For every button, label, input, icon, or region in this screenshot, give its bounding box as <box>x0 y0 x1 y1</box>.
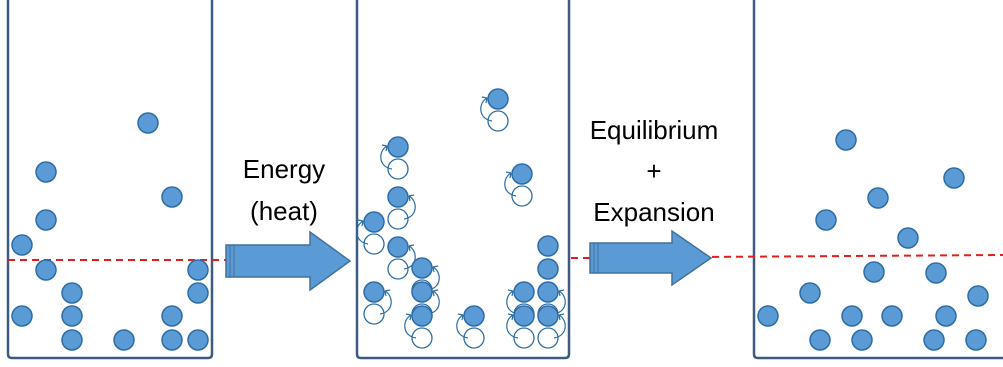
equilibrium-label-line2: + <box>646 156 661 186</box>
motion-arrow-icon <box>356 219 369 245</box>
particle <box>35 259 57 281</box>
particle <box>61 305 83 327</box>
motion-arrow-icon <box>553 313 566 339</box>
particle <box>935 305 957 327</box>
motion-arrow-icon <box>380 144 393 170</box>
particle <box>35 161 57 183</box>
particle <box>11 234 33 256</box>
particle <box>537 235 559 257</box>
particle <box>161 329 183 351</box>
motion-arrow-icon <box>403 244 416 270</box>
container-after <box>752 0 1003 360</box>
particle <box>487 88 509 110</box>
particle <box>867 187 889 209</box>
particle <box>943 167 965 189</box>
particle <box>187 329 209 351</box>
previous-position-circle <box>363 303 385 325</box>
equilibrium-label-line1: Equilibrium <box>590 115 719 145</box>
particle <box>815 209 837 231</box>
particle <box>537 281 559 303</box>
particle <box>537 305 559 327</box>
particle <box>851 329 873 351</box>
previous-position-circle <box>487 110 509 132</box>
particle <box>411 257 433 279</box>
energy-arrow <box>225 230 352 292</box>
particle <box>387 236 409 258</box>
particle <box>187 282 209 304</box>
motion-arrow-icon <box>379 289 392 315</box>
particle <box>511 163 533 185</box>
particle <box>411 281 433 303</box>
particle <box>809 329 831 351</box>
previous-position-circle <box>537 327 559 349</box>
previous-position-circle <box>387 208 409 230</box>
particle <box>965 329 987 351</box>
particles-heated <box>356 88 566 349</box>
particle <box>863 261 885 283</box>
particle <box>513 305 535 327</box>
level-line-after <box>699 254 1003 258</box>
particle <box>113 329 135 351</box>
particle <box>35 209 57 231</box>
particle <box>11 305 33 327</box>
particle <box>757 305 779 327</box>
energy-label-line1: Energy <box>243 154 325 184</box>
equilibrium-label-line3: Expansion <box>593 197 714 227</box>
particle <box>363 211 385 233</box>
motion-arrow-icon <box>404 313 417 339</box>
previous-position-circle <box>463 327 485 349</box>
motion-arrow-icon <box>480 96 493 122</box>
particle <box>363 281 385 303</box>
container-before <box>6 0 214 360</box>
particle <box>161 305 183 327</box>
particle <box>967 285 989 307</box>
particles-after <box>757 129 989 351</box>
particle <box>841 305 863 327</box>
energy-label-line2: (heat) <box>250 196 318 226</box>
particle <box>187 259 209 281</box>
particle <box>137 112 159 134</box>
previous-position-circle <box>387 258 409 280</box>
particle <box>463 305 485 327</box>
motion-arrow-icon <box>506 313 519 339</box>
previous-position-circle <box>363 233 385 255</box>
particle <box>923 329 945 351</box>
previous-position-circle <box>387 158 409 180</box>
container-heated <box>355 0 571 360</box>
particle <box>161 186 183 208</box>
particle <box>411 305 433 327</box>
equilibrium-arrow <box>589 229 713 287</box>
particle <box>387 136 409 158</box>
motion-arrow-icon <box>504 171 517 197</box>
particle <box>881 305 903 327</box>
particle <box>513 281 535 303</box>
particle <box>799 282 821 304</box>
particle <box>537 258 559 280</box>
particle <box>925 262 947 284</box>
motion-arrow-icon <box>403 194 416 220</box>
particle <box>387 186 409 208</box>
previous-position-circle <box>511 185 533 207</box>
previous-position-circle <box>411 327 433 349</box>
motion-arrow-icon <box>456 313 469 339</box>
particles-before <box>11 112 209 351</box>
particle <box>61 329 83 351</box>
previous-position-circle <box>513 327 535 349</box>
particle <box>897 227 919 249</box>
particle <box>835 129 857 151</box>
particle <box>61 282 83 304</box>
